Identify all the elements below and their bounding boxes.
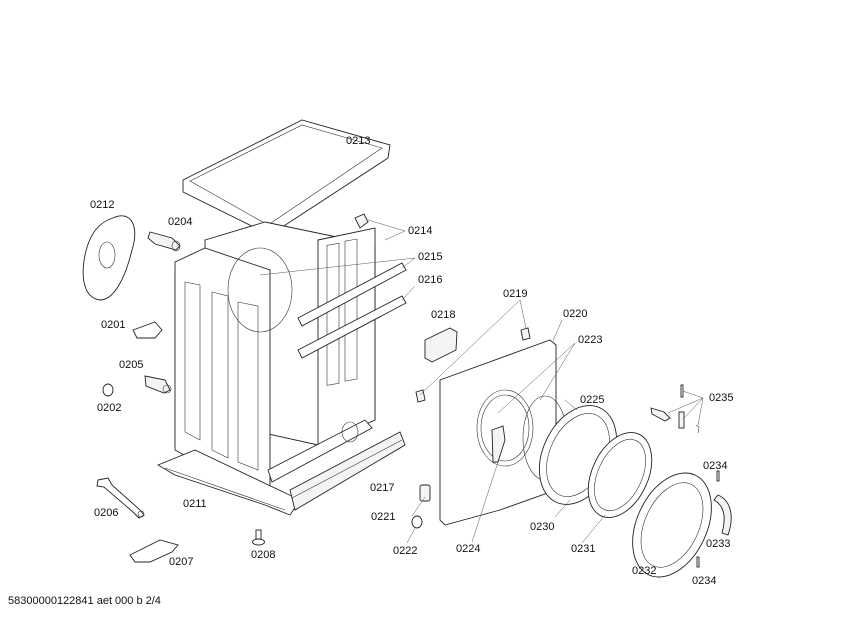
label-0217[interactable]: 0217 (370, 482, 395, 494)
part-0205-shock-absorber[interactable] (144, 375, 172, 394)
label-0232[interactable]: 0232 (632, 565, 657, 577)
part-0201-clip[interactable] (132, 321, 163, 339)
part-0222-cap[interactable] (411, 515, 423, 529)
label-0212[interactable]: 0212 (90, 199, 115, 211)
part-0207-transport-bracket[interactable] (129, 539, 179, 563)
part-0218-door-lock[interactable] (424, 327, 458, 363)
label-0208[interactable]: 0208 (251, 549, 276, 561)
label-0222[interactable]: 0222 (393, 545, 418, 557)
part-0232-door-ring[interactable] (617, 460, 727, 589)
label-0205[interactable]: 0205 (119, 359, 144, 371)
part-0216-rail[interactable] (297, 295, 407, 359)
label-0216[interactable]: 0216 (418, 274, 443, 286)
drawing-code-footer: 58300000122841 aet 000 b 2/4 (8, 595, 161, 607)
part-0217-base-panel[interactable] (289, 431, 406, 511)
part-0204-shock-absorber[interactable] (147, 231, 181, 252)
label-0201[interactable]: 0201 (101, 319, 126, 331)
label-0207[interactable]: 0207 (169, 556, 194, 568)
part-0215-rail[interactable] (297, 262, 407, 327)
label-0218[interactable]: 0218 (431, 309, 456, 321)
label-0215[interactable]: 0215 (418, 251, 443, 263)
part-0235-latch-kit[interactable] (650, 384, 700, 434)
label-0221[interactable]: 0221 (371, 511, 396, 523)
label-0233[interactable]: 0233 (706, 538, 731, 550)
label-0230[interactable]: 0230 (530, 521, 555, 533)
label-0231[interactable]: 0231 (571, 543, 596, 555)
part-0213-worktop[interactable] (182, 119, 391, 236)
label-0219[interactable]: 0219 (503, 288, 528, 300)
label-0206[interactable]: 0206 (94, 507, 119, 519)
label-0214[interactable]: 0214 (408, 225, 433, 237)
label-0223[interactable]: 0223 (578, 334, 603, 346)
part-0211-base-plate[interactable] (156, 449, 301, 516)
label-0224[interactable]: 0224 (456, 543, 481, 555)
cabinet-body[interactable] (174, 221, 407, 496)
part-0234-pin[interactable] (696, 470, 720, 568)
label-0213[interactable]: 0213 (346, 135, 371, 147)
label-0235[interactable]: 0235 (709, 392, 734, 404)
label-0234-top[interactable]: 0234 (703, 460, 728, 472)
label-0234-bottom[interactable]: 0234 (692, 575, 717, 587)
label-0220[interactable]: 0220 (563, 308, 588, 320)
part-0231-door-glass[interactable] (576, 422, 665, 527)
part-0206-wrench[interactable] (96, 477, 145, 519)
label-0225[interactable]: 0225 (580, 394, 605, 406)
part-0219-clip[interactable] (415, 327, 531, 403)
part-0212-rear-cover[interactable] (82, 215, 136, 301)
part-0221-holder[interactable] (419, 484, 431, 502)
part-0208-foot[interactable] (252, 529, 265, 546)
part-0202-cap[interactable] (102, 383, 114, 397)
leader-lines (259, 219, 704, 544)
label-0202[interactable]: 0202 (97, 402, 122, 414)
part-0224-hinge[interactable] (491, 425, 506, 463)
label-0211[interactable]: 0211 (183, 498, 207, 510)
part-0233-handle[interactable] (713, 494, 732, 536)
part-0214-clip[interactable] (354, 213, 369, 229)
label-0204[interactable]: 0204 (168, 216, 193, 228)
